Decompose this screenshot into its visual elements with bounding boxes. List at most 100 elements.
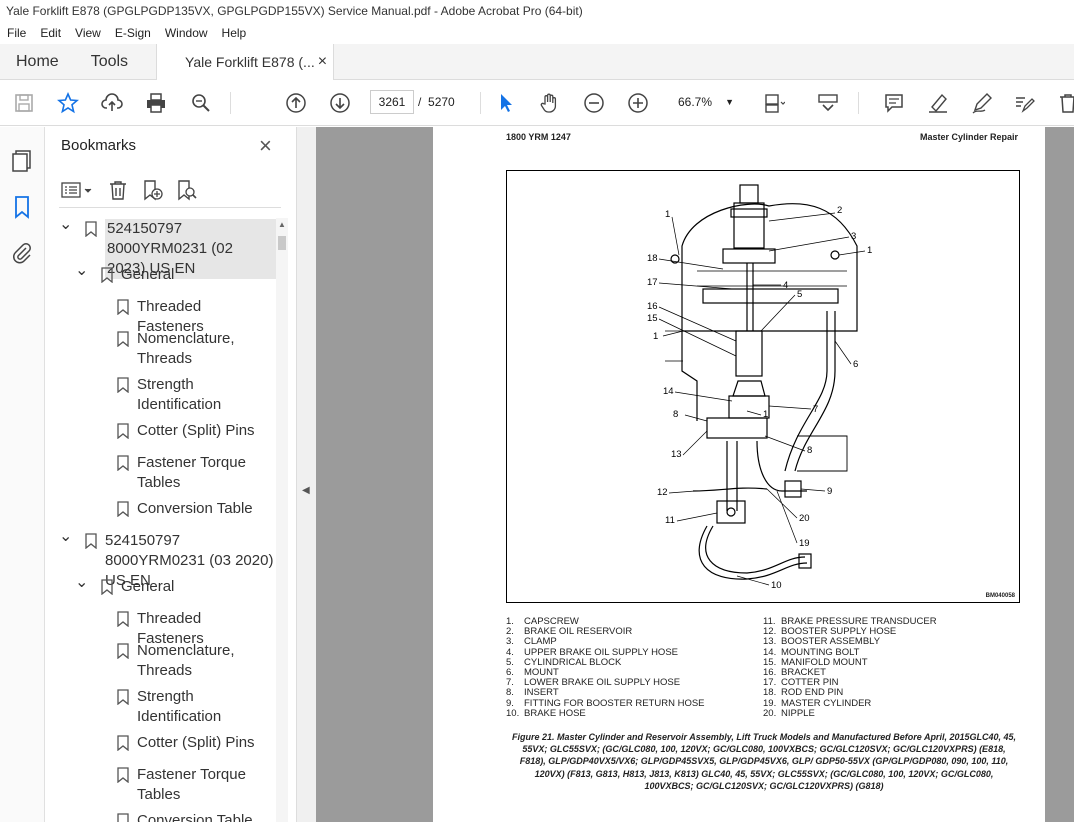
callout-label: 1	[867, 245, 872, 256]
bookmark-label: Nomenclature, Threads	[137, 642, 235, 679]
bookmark-item[interactable]: ⌄524150797 8000YRM0231 (02 2023) US EN	[59, 219, 277, 279]
legend-label: BOOSTER ASSEMBLY	[781, 636, 881, 648]
save-icon[interactable]	[12, 91, 36, 115]
bookmark-flag-icon	[117, 299, 129, 315]
bookmark-item[interactable]: ⌄General	[75, 262, 275, 293]
expand-chevron-icon[interactable]: ⌄	[59, 219, 73, 233]
bookmark-item[interactable]: Threaded Fasteners	[105, 297, 275, 335]
bookmark-item[interactable]: Strength Identification	[105, 375, 275, 417]
bookmark-flag-icon	[117, 501, 129, 517]
callout-labels: 1 2 3 1 18 4 17 5 16 15 1 6 14 7 8 1 8	[647, 205, 872, 591]
bookmark-item[interactable]: Conversion Table	[105, 811, 275, 822]
callout-label: 6	[853, 359, 858, 370]
find-bookmark-icon[interactable]	[175, 179, 197, 201]
bookmark-item[interactable]: Cotter (Split) Pins	[105, 421, 275, 449]
callout-label: 14	[663, 386, 674, 397]
next-page-icon[interactable]	[328, 91, 352, 115]
legend-label: UPPER BRAKE OIL SUPPLY HOSE	[524, 646, 678, 658]
new-bookmark-icon[interactable]	[141, 179, 163, 201]
delete-icon[interactable]	[1056, 91, 1074, 115]
legend-number: 12.	[763, 626, 777, 638]
bookmark-flag-icon	[117, 813, 129, 822]
comment-icon[interactable]	[882, 91, 906, 115]
scrollbar-thumb[interactable]	[278, 236, 286, 250]
legend-item: 11.BRAKE PRESSURE TRANSDUCER	[763, 616, 937, 627]
collapse-panel-arrow-icon[interactable]: ◀	[302, 485, 310, 496]
expand-chevron-icon[interactable]: ⌄	[75, 574, 89, 591]
bookmark-flag-icon	[117, 455, 129, 471]
menu-view[interactable]: View	[75, 26, 101, 40]
hand-tool-icon[interactable]	[538, 91, 562, 115]
bookmark-item[interactable]: Fastener Torque Tables	[105, 765, 275, 807]
bookmark-item[interactable]: ⌄524150797 8000YRM0231 (03 2020) US EN	[59, 528, 275, 589]
zoom-out-icon[interactable]	[582, 91, 606, 115]
callout-label: 1	[763, 409, 768, 420]
panel-splitter[interactable]: ◀	[296, 127, 316, 822]
menu-esign[interactable]: E-Sign	[114, 26, 151, 40]
bookmark-item[interactable]: Nomenclature, Threads	[105, 329, 275, 371]
callout-label: 1	[653, 331, 658, 342]
page-total: / 5270	[418, 95, 455, 109]
zoom-in-icon[interactable]	[626, 91, 650, 115]
menu-help[interactable]: Help	[221, 26, 247, 40]
callout-label: 20	[799, 513, 810, 524]
bookmarks-scrollbar[interactable]: ▲	[276, 218, 288, 822]
page-header-left: 1800 YRM 1247	[506, 132, 571, 142]
bookmark-item[interactable]: Threaded Fasteners	[105, 609, 275, 647]
expand-chevron-icon[interactable]: ⌄	[59, 528, 73, 545]
tab-tools[interactable]: Tools	[90, 53, 129, 70]
bookmark-item[interactable]: Cotter (Split) Pins	[105, 733, 275, 761]
attachments-paperclip-icon[interactable]	[10, 241, 34, 265]
highlight-pen-icon[interactable]	[926, 91, 950, 115]
zoom-search-icon[interactable]	[189, 91, 213, 115]
callout-label: 15	[647, 313, 658, 324]
select-cursor-icon[interactable]	[494, 91, 518, 115]
menu-bar: File Edit View E-Sign Window Help	[0, 22, 1074, 44]
legend-item: 8.INSERT	[506, 688, 705, 698]
callout-label: 8	[673, 409, 678, 420]
callout-label: 11	[665, 515, 675, 526]
page-thumbnails-icon[interactable]	[10, 149, 34, 173]
edit-text-icon[interactable]	[1012, 91, 1036, 115]
bookmarks-panel-icon[interactable]	[10, 195, 34, 219]
page-fit-icon[interactable]	[762, 91, 786, 115]
document-viewer[interactable]: 1800 YRM 1247 Master Cylinder Repair	[316, 127, 1074, 822]
bookmark-item[interactable]: Conversion Table	[105, 499, 275, 527]
bookmark-label: Threaded Fasteners	[137, 610, 204, 647]
menu-edit[interactable]: Edit	[40, 26, 62, 40]
bookmark-item[interactable]: ⌄General	[75, 574, 275, 605]
previous-page-icon[interactable]	[284, 91, 308, 115]
options-menu-icon[interactable]	[61, 179, 95, 201]
bookmark-item[interactable]: Strength Identification	[105, 687, 275, 729]
bookmark-flag-icon	[117, 643, 129, 659]
menu-file[interactable]: File	[7, 26, 27, 40]
legend-number: 15.	[763, 656, 777, 668]
tab-close-icon[interactable]: ×	[317, 53, 328, 70]
close-bookmarks-icon[interactable]: ×	[259, 133, 272, 158]
zoom-level-select[interactable]: 66.7%▼	[670, 90, 738, 114]
legend-number: 8.	[506, 687, 514, 699]
bookmark-item[interactable]: Nomenclature, Threads	[105, 641, 275, 683]
bookmark-flag-icon	[117, 689, 129, 705]
star-bookmark-icon[interactable]	[56, 91, 80, 115]
legend-item: 13.BOOSTER ASSEMBLY	[763, 637, 937, 647]
upload-cloud-icon[interactable]	[100, 91, 124, 115]
tab-home[interactable]: Home	[16, 53, 59, 70]
expand-chevron-icon[interactable]: ⌄	[75, 262, 89, 279]
legend-number: 14.	[763, 646, 777, 658]
scroll-up-arrow-icon[interactable]: ▲	[278, 220, 286, 229]
tab-document[interactable]: Yale Forklift E878 (... ×	[156, 44, 335, 81]
legend-label: CYLINDRICAL BLOCK	[524, 656, 622, 668]
menu-window[interactable]: Window	[164, 26, 208, 40]
legend-item: 3.CLAMP	[506, 637, 705, 647]
draw-pen-icon[interactable]	[970, 91, 994, 115]
legend-item: 20.NIPPLE	[763, 708, 937, 719]
bookmark-item[interactable]: Fastener Torque Tables	[105, 453, 275, 495]
delete-bookmark-icon[interactable]	[107, 179, 129, 201]
bookmark-label: Threaded Fasteners	[137, 298, 204, 335]
scroll-mode-icon[interactable]	[816, 91, 840, 115]
page-number-input[interactable]: 3261	[370, 90, 414, 114]
bookmark-label: Strength Identification	[137, 688, 222, 725]
bookmark-flag-icon	[117, 423, 129, 439]
print-icon[interactable]	[144, 91, 168, 115]
